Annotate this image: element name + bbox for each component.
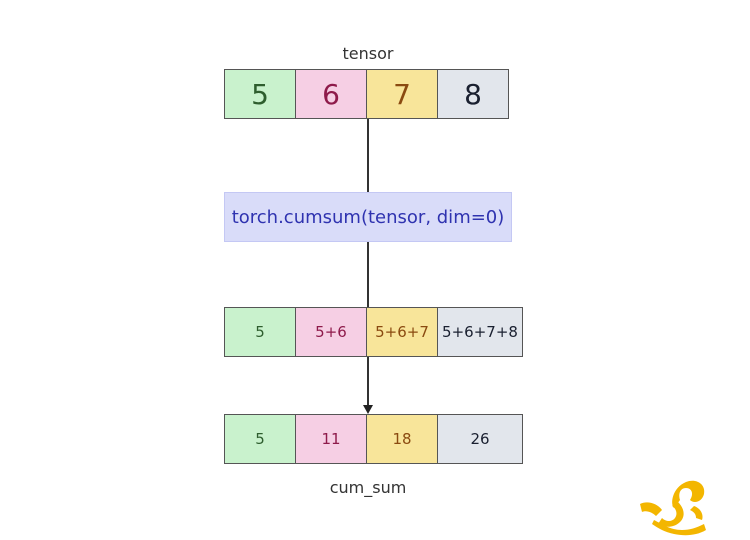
output-cell-1: 11 (295, 414, 367, 464)
input-cell-1-value: 6 (322, 77, 340, 111)
input-cell-0-value: 5 (251, 77, 269, 111)
expansion-cell-2-value: 5+6+7 (375, 323, 429, 341)
expansion-row: 5 5+6 5+6+7 5+6+7+8 (224, 307, 523, 357)
expansion-cell-0: 5 (224, 307, 296, 357)
operation-box: torch.cumsum(tensor, dim=0) (224, 192, 512, 242)
expansion-cell-1-value: 5+6 (315, 323, 347, 341)
connector-input-to-op (367, 119, 369, 192)
connector-op-to-expansion (367, 242, 369, 307)
input-cell-1: 6 (295, 69, 367, 119)
output-cell-1-value: 11 (321, 430, 341, 448)
output-label: cum_sum (329, 478, 407, 497)
input-cell-2-value: 7 (393, 77, 411, 111)
expansion-cell-2: 5+6+7 (366, 307, 438, 357)
input-cell-3-value: 8 (464, 77, 482, 111)
input-cell-0: 5 (224, 69, 296, 119)
expansion-cell-3: 5+6+7+8 (437, 307, 523, 357)
output-cell-0-value: 5 (255, 430, 265, 448)
input-tensor-row: 5 6 7 8 (224, 69, 509, 119)
output-cell-0: 5 (224, 414, 296, 464)
expansion-cell-0-value: 5 (255, 323, 265, 341)
input-cell-2: 7 (366, 69, 438, 119)
expansion-cell-1: 5+6 (295, 307, 367, 357)
output-tensor-row: 5 11 18 26 (224, 414, 523, 464)
mascot-shape (640, 480, 706, 536)
mascot-logo-icon (634, 478, 712, 540)
input-cell-3: 8 (437, 69, 509, 119)
connector-expansion-to-output (367, 357, 369, 407)
input-label: tensor (342, 44, 394, 63)
arrowhead-icon (363, 405, 373, 414)
output-cell-2-value: 18 (392, 430, 412, 448)
output-cell-3: 26 (437, 414, 523, 464)
output-cell-2: 18 (366, 414, 438, 464)
output-cell-3-value: 26 (470, 430, 490, 448)
expansion-cell-3-value: 5+6+7+8 (442, 323, 518, 341)
operation-label: torch.cumsum(tensor, dim=0) (231, 206, 505, 228)
